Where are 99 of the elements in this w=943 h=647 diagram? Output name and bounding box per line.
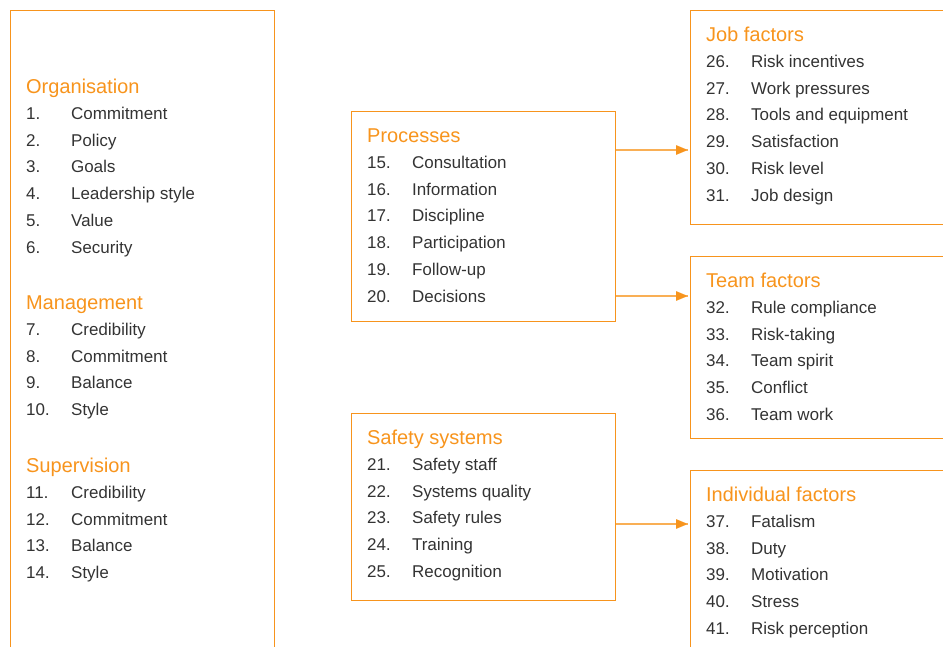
section-heading: Individual factors: [706, 483, 858, 508]
item-number: 31.: [706, 184, 731, 207]
item-label: Balance: [71, 535, 132, 558]
factor-box: [690, 10, 943, 225]
item-number: 1.: [26, 103, 42, 125]
item-number: 29.: [706, 131, 731, 154]
item-label: Balance: [71, 372, 132, 394]
item-number: 3.: [26, 156, 42, 178]
item-label: Tools and equipment: [751, 104, 908, 126]
item-label: Safety rules: [412, 507, 502, 530]
item-number: 13.: [26, 535, 51, 558]
item-number: 17.: [367, 205, 392, 228]
item-label: Leadership style: [71, 183, 195, 206]
item-number: 27.: [706, 78, 731, 100]
item-number: 35.: [706, 377, 731, 400]
group-box: [10, 10, 275, 647]
item-label: Commitment: [71, 508, 168, 531]
section-heading: Job factors: [706, 23, 805, 48]
item-label: Recognition: [412, 560, 502, 583]
item-label: Safety staff: [412, 454, 497, 476]
item-label: Risk-taking: [751, 324, 836, 346]
item-number: 33.: [706, 324, 731, 346]
item-label: Discipline: [412, 205, 485, 228]
item-label: Satisfaction: [751, 131, 839, 154]
section-heading: Management: [26, 291, 144, 316]
section-heading: Processes: [367, 124, 462, 149]
item-number: 12.: [26, 508, 51, 531]
item-number: 25.: [367, 560, 392, 583]
item-label: Risk level: [751, 158, 824, 180]
item-number: 30.: [706, 158, 731, 180]
item-label: Duty: [751, 538, 786, 560]
item-label: Style: [71, 562, 109, 584]
item-number: 41.: [706, 618, 731, 640]
item-label: Risk perception: [751, 618, 868, 640]
item-label: Security: [71, 236, 132, 259]
item-label: Conflict: [751, 377, 808, 400]
item-label: Team spirit: [751, 350, 834, 372]
item-number: 40.: [706, 591, 731, 614]
item-number: 18.: [367, 232, 392, 254]
item-number: 32.: [706, 297, 731, 319]
item-label: Work pressures: [751, 78, 870, 100]
item-label: Systems quality: [412, 480, 532, 503]
section-heading: Supervision: [26, 454, 132, 479]
item-number: 6.: [26, 236, 42, 259]
item-number: 16.: [367, 178, 392, 201]
item-number: 37.: [706, 511, 731, 533]
item-number: 20.: [367, 286, 392, 308]
item-number: 5.: [26, 210, 42, 232]
arrow: [616, 291, 688, 301]
item-label: Credibility: [71, 319, 146, 341]
item-number: 9.: [26, 372, 42, 394]
item-label: Information: [412, 178, 498, 201]
item-label: Motivation: [751, 564, 828, 586]
item-label: Decisions: [412, 286, 486, 308]
item-number: 26.: [706, 51, 731, 73]
item-number: 39.: [706, 564, 731, 586]
item-number: 7.: [26, 319, 42, 341]
section-heading: Team factors: [706, 269, 822, 294]
item-number: 14.: [26, 562, 51, 584]
item-number: 23.: [367, 507, 392, 530]
item-label: Risk incentives: [751, 51, 864, 73]
item-number: 11.: [26, 482, 50, 504]
item-number: 36.: [706, 404, 731, 426]
item-label: Participation: [412, 232, 506, 254]
item-number: 4.: [26, 183, 42, 206]
item-label: Consultation: [412, 152, 507, 174]
arrow: [616, 145, 688, 155]
item-number: 19.: [367, 258, 392, 281]
item-number: 22.: [367, 480, 392, 503]
item-label: Style: [71, 399, 109, 422]
item-number: 34.: [706, 350, 731, 372]
arrow: [616, 519, 688, 529]
item-number: 24.: [367, 534, 392, 556]
factor-box: [690, 256, 943, 439]
section-heading: Organisation: [26, 75, 140, 100]
factor-box: [351, 413, 616, 601]
item-label: Job design: [751, 184, 834, 207]
factor-box: [690, 470, 943, 647]
item-label: Policy: [71, 130, 116, 152]
factor-box: [351, 111, 616, 322]
item-label: Rule compliance: [751, 297, 877, 319]
item-label: Commitment: [71, 103, 168, 125]
item-label: Goals: [71, 156, 116, 178]
item-label: Stress: [751, 591, 800, 614]
item-number: 21.: [367, 454, 392, 476]
item-number: 2.: [26, 130, 42, 152]
item-label: Fatalism: [751, 511, 816, 533]
item-label: Training: [412, 534, 473, 556]
item-number: 28.: [706, 104, 731, 126]
item-number: 10.: [26, 399, 51, 422]
item-label: Follow-up: [412, 258, 486, 281]
item-label: Value: [71, 210, 114, 232]
section-heading: Safety systems: [367, 426, 504, 451]
item-number: 38.: [706, 538, 731, 560]
item-number: 15.: [367, 152, 392, 174]
item-label: Credibility: [71, 482, 146, 504]
item-label: Team work: [751, 404, 834, 426]
item-number: 8.: [26, 346, 42, 368]
item-label: Commitment: [71, 346, 168, 368]
